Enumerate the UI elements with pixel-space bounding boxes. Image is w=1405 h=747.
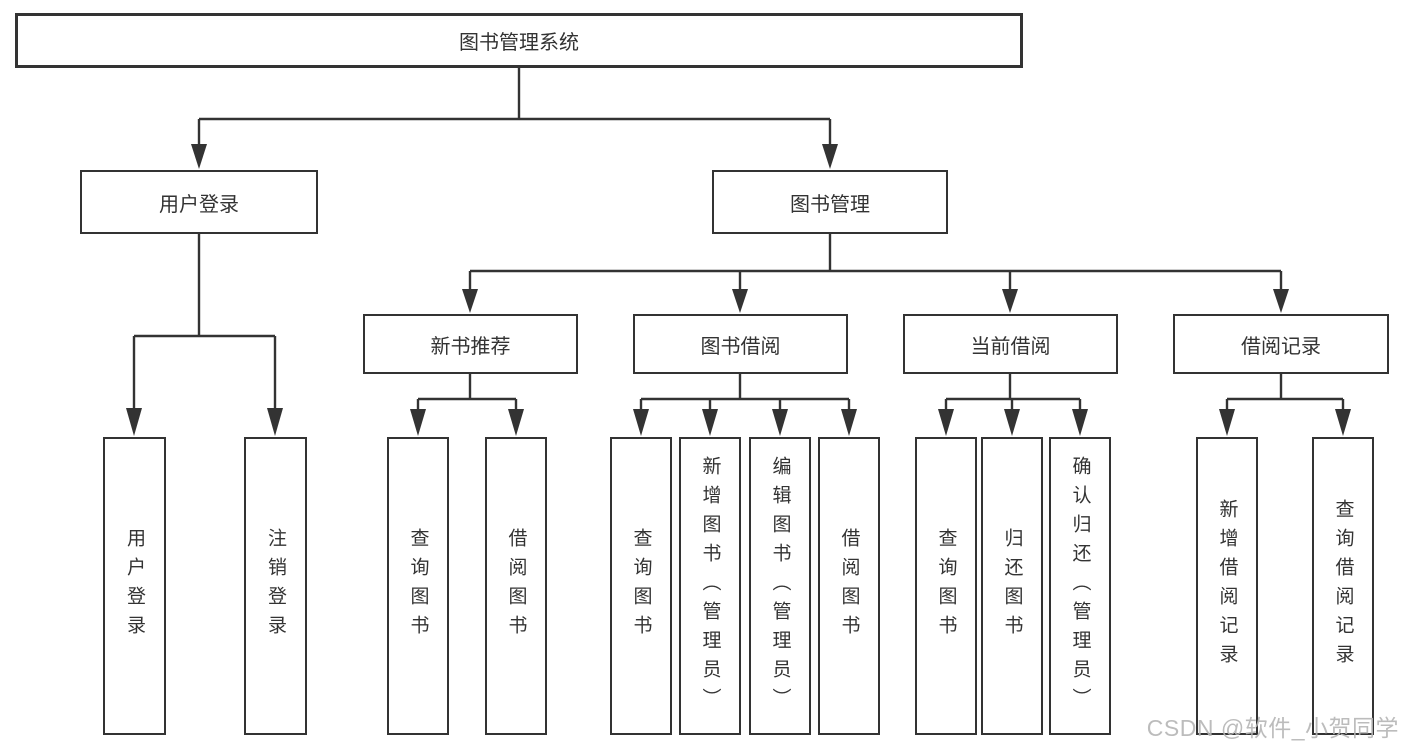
node-label: 新书推荐 xyxy=(430,335,511,358)
leaf-label: 归还图书 xyxy=(1001,528,1023,644)
node-borrow-records: 借阅记录 xyxy=(1173,314,1389,374)
node-label: 用户登录 xyxy=(159,193,239,216)
leaf-query-books-current: 查询图书 xyxy=(915,437,977,735)
connector-new-book-recommend-to-leaves xyxy=(410,374,524,436)
leaf-label: 确认归还（管理员） xyxy=(1069,455,1091,717)
leaf-label: 查询图书 xyxy=(407,528,429,644)
connector-book-management-to-level3 xyxy=(462,234,1289,313)
leaf-label: 注销登录 xyxy=(265,528,286,644)
connector-borrow-records-to-leaves xyxy=(1219,374,1351,436)
csdn-watermark: CSDN @软件_小贺同学 xyxy=(1146,715,1399,741)
leaf-edit-books-admin: 编辑图书（管理员） xyxy=(749,437,811,735)
node-label: 借阅记录 xyxy=(1241,335,1321,358)
leaf-label: 新增图书（管理员） xyxy=(699,455,721,717)
leaf-label: 用户登录 xyxy=(124,528,145,644)
connector-root-to-level2 xyxy=(191,68,838,169)
node-current-borrow: 当前借阅 xyxy=(903,314,1118,374)
node-label: 图书管理系统 xyxy=(459,32,579,54)
connector-current-borrow-to-leaves xyxy=(938,374,1088,436)
leaf-user-login: 用户登录 xyxy=(103,437,166,735)
leaf-label: 借阅图书 xyxy=(505,528,527,644)
node-label: 图书借阅 xyxy=(700,335,781,358)
leaf-add-books-admin: 新增图书（管理员） xyxy=(679,437,741,735)
leaf-return-books: 归还图书 xyxy=(981,437,1043,735)
leaf-borrow-books: 借阅图书 xyxy=(818,437,880,735)
leaf-add-borrow-record: 新增借阅记录 xyxy=(1196,437,1258,735)
node-user-login: 用户登录 xyxy=(80,170,318,234)
node-book-borrow: 图书借阅 xyxy=(633,314,848,374)
connector-book-borrow-to-leaves xyxy=(633,374,857,436)
node-label: 当前借阅 xyxy=(970,335,1051,358)
connector-user-login-to-leaves xyxy=(126,234,283,436)
leaf-label: 查询图书 xyxy=(935,528,957,644)
leaf-label: 借阅图书 xyxy=(838,528,860,644)
leaf-query-books-borrow: 查询图书 xyxy=(610,437,672,735)
leaf-label: 编辑图书（管理员） xyxy=(769,455,791,717)
node-book-management: 图书管理 xyxy=(712,170,948,234)
leaf-label: 查询图书 xyxy=(630,528,652,644)
leaf-label: 查询借阅记录 xyxy=(1332,499,1354,673)
leaf-query-borrow-record: 查询借阅记录 xyxy=(1312,437,1374,735)
leaf-confirm-return-admin: 确认归还（管理员） xyxy=(1049,437,1111,735)
node-label: 图书管理 xyxy=(790,193,870,216)
leaf-logout: 注销登录 xyxy=(244,437,307,735)
node-new-book-recommend: 新书推荐 xyxy=(363,314,578,374)
leaf-query-books-recommend: 查询图书 xyxy=(387,437,449,735)
leaf-label: 新增借阅记录 xyxy=(1216,499,1238,673)
node-library-management-system: 图书管理系统 xyxy=(15,13,1023,68)
leaf-borrow-books-recommend: 借阅图书 xyxy=(485,437,547,735)
